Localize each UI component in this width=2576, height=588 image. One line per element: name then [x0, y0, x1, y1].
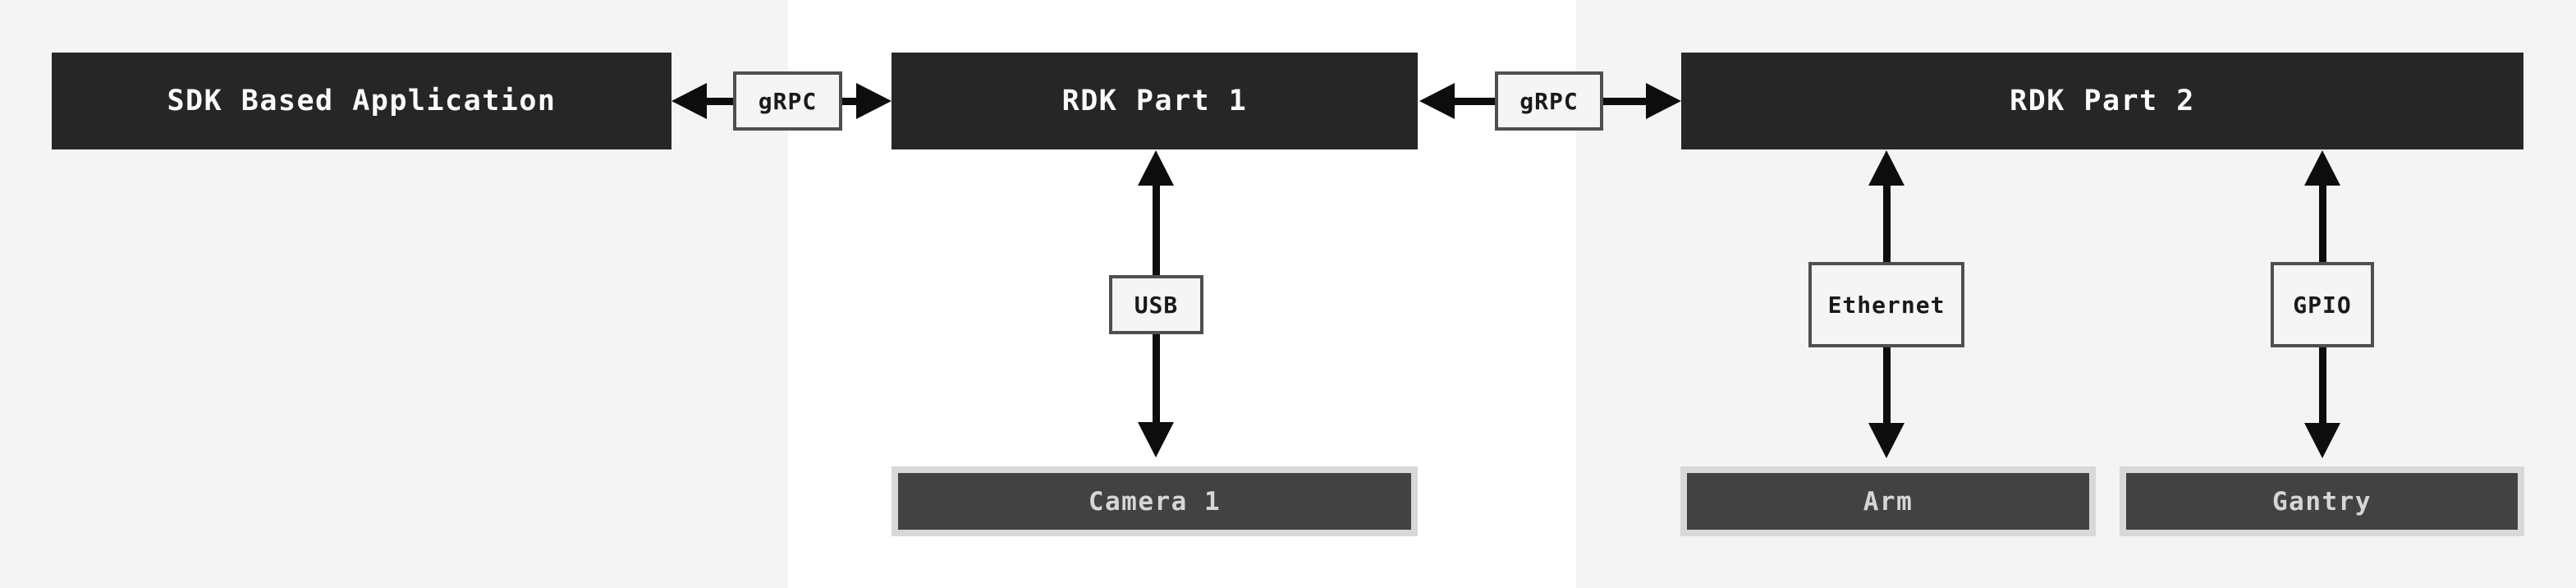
node-arm: Arm	[1680, 466, 2096, 536]
arrow-right-icon	[856, 83, 892, 119]
arrow-left-icon	[672, 83, 707, 119]
arrow-shaft	[1153, 185, 1160, 276]
connector-label-ethernet: Ethernet	[1808, 262, 1964, 347]
connector-label-usb: USB	[1109, 275, 1203, 334]
arrow-shaft	[1883, 185, 1891, 263]
node-camera-1: Camera 1	[892, 466, 1418, 536]
arrow-down-icon	[2304, 423, 2340, 458]
arrow-down-icon	[1138, 422, 1174, 457]
arrow-shaft	[1153, 333, 1160, 423]
connector-label-gpio: GPIO	[2271, 262, 2374, 347]
arrow-left-icon	[1419, 83, 1455, 119]
arrow-down-icon	[1868, 423, 1904, 458]
arrow-shaft	[1883, 347, 1891, 424]
arrow-shaft	[707, 98, 734, 105]
node-sdk-based-application: SDK Based Application	[52, 53, 672, 149]
connector-label-grpc-right: gRPC	[1495, 71, 1603, 131]
arrow-shaft	[1455, 98, 1496, 105]
node-rdk-part-1: RDK Part 1	[892, 53, 1418, 149]
arrow-shaft	[2319, 185, 2326, 263]
arrow-shaft	[2319, 347, 2326, 424]
connector-label-grpc-left: gRPC	[733, 71, 842, 131]
arrow-up-icon	[1138, 150, 1174, 186]
arrow-shaft	[841, 98, 857, 105]
arrow-shaft	[1602, 98, 1647, 105]
node-rdk-part-2: RDK Part 2	[1681, 53, 2523, 149]
arrow-up-icon	[1868, 150, 1904, 186]
node-gantry: Gantry	[2120, 466, 2524, 536]
arrow-up-icon	[2304, 150, 2340, 186]
arrow-right-icon	[1646, 83, 1681, 119]
